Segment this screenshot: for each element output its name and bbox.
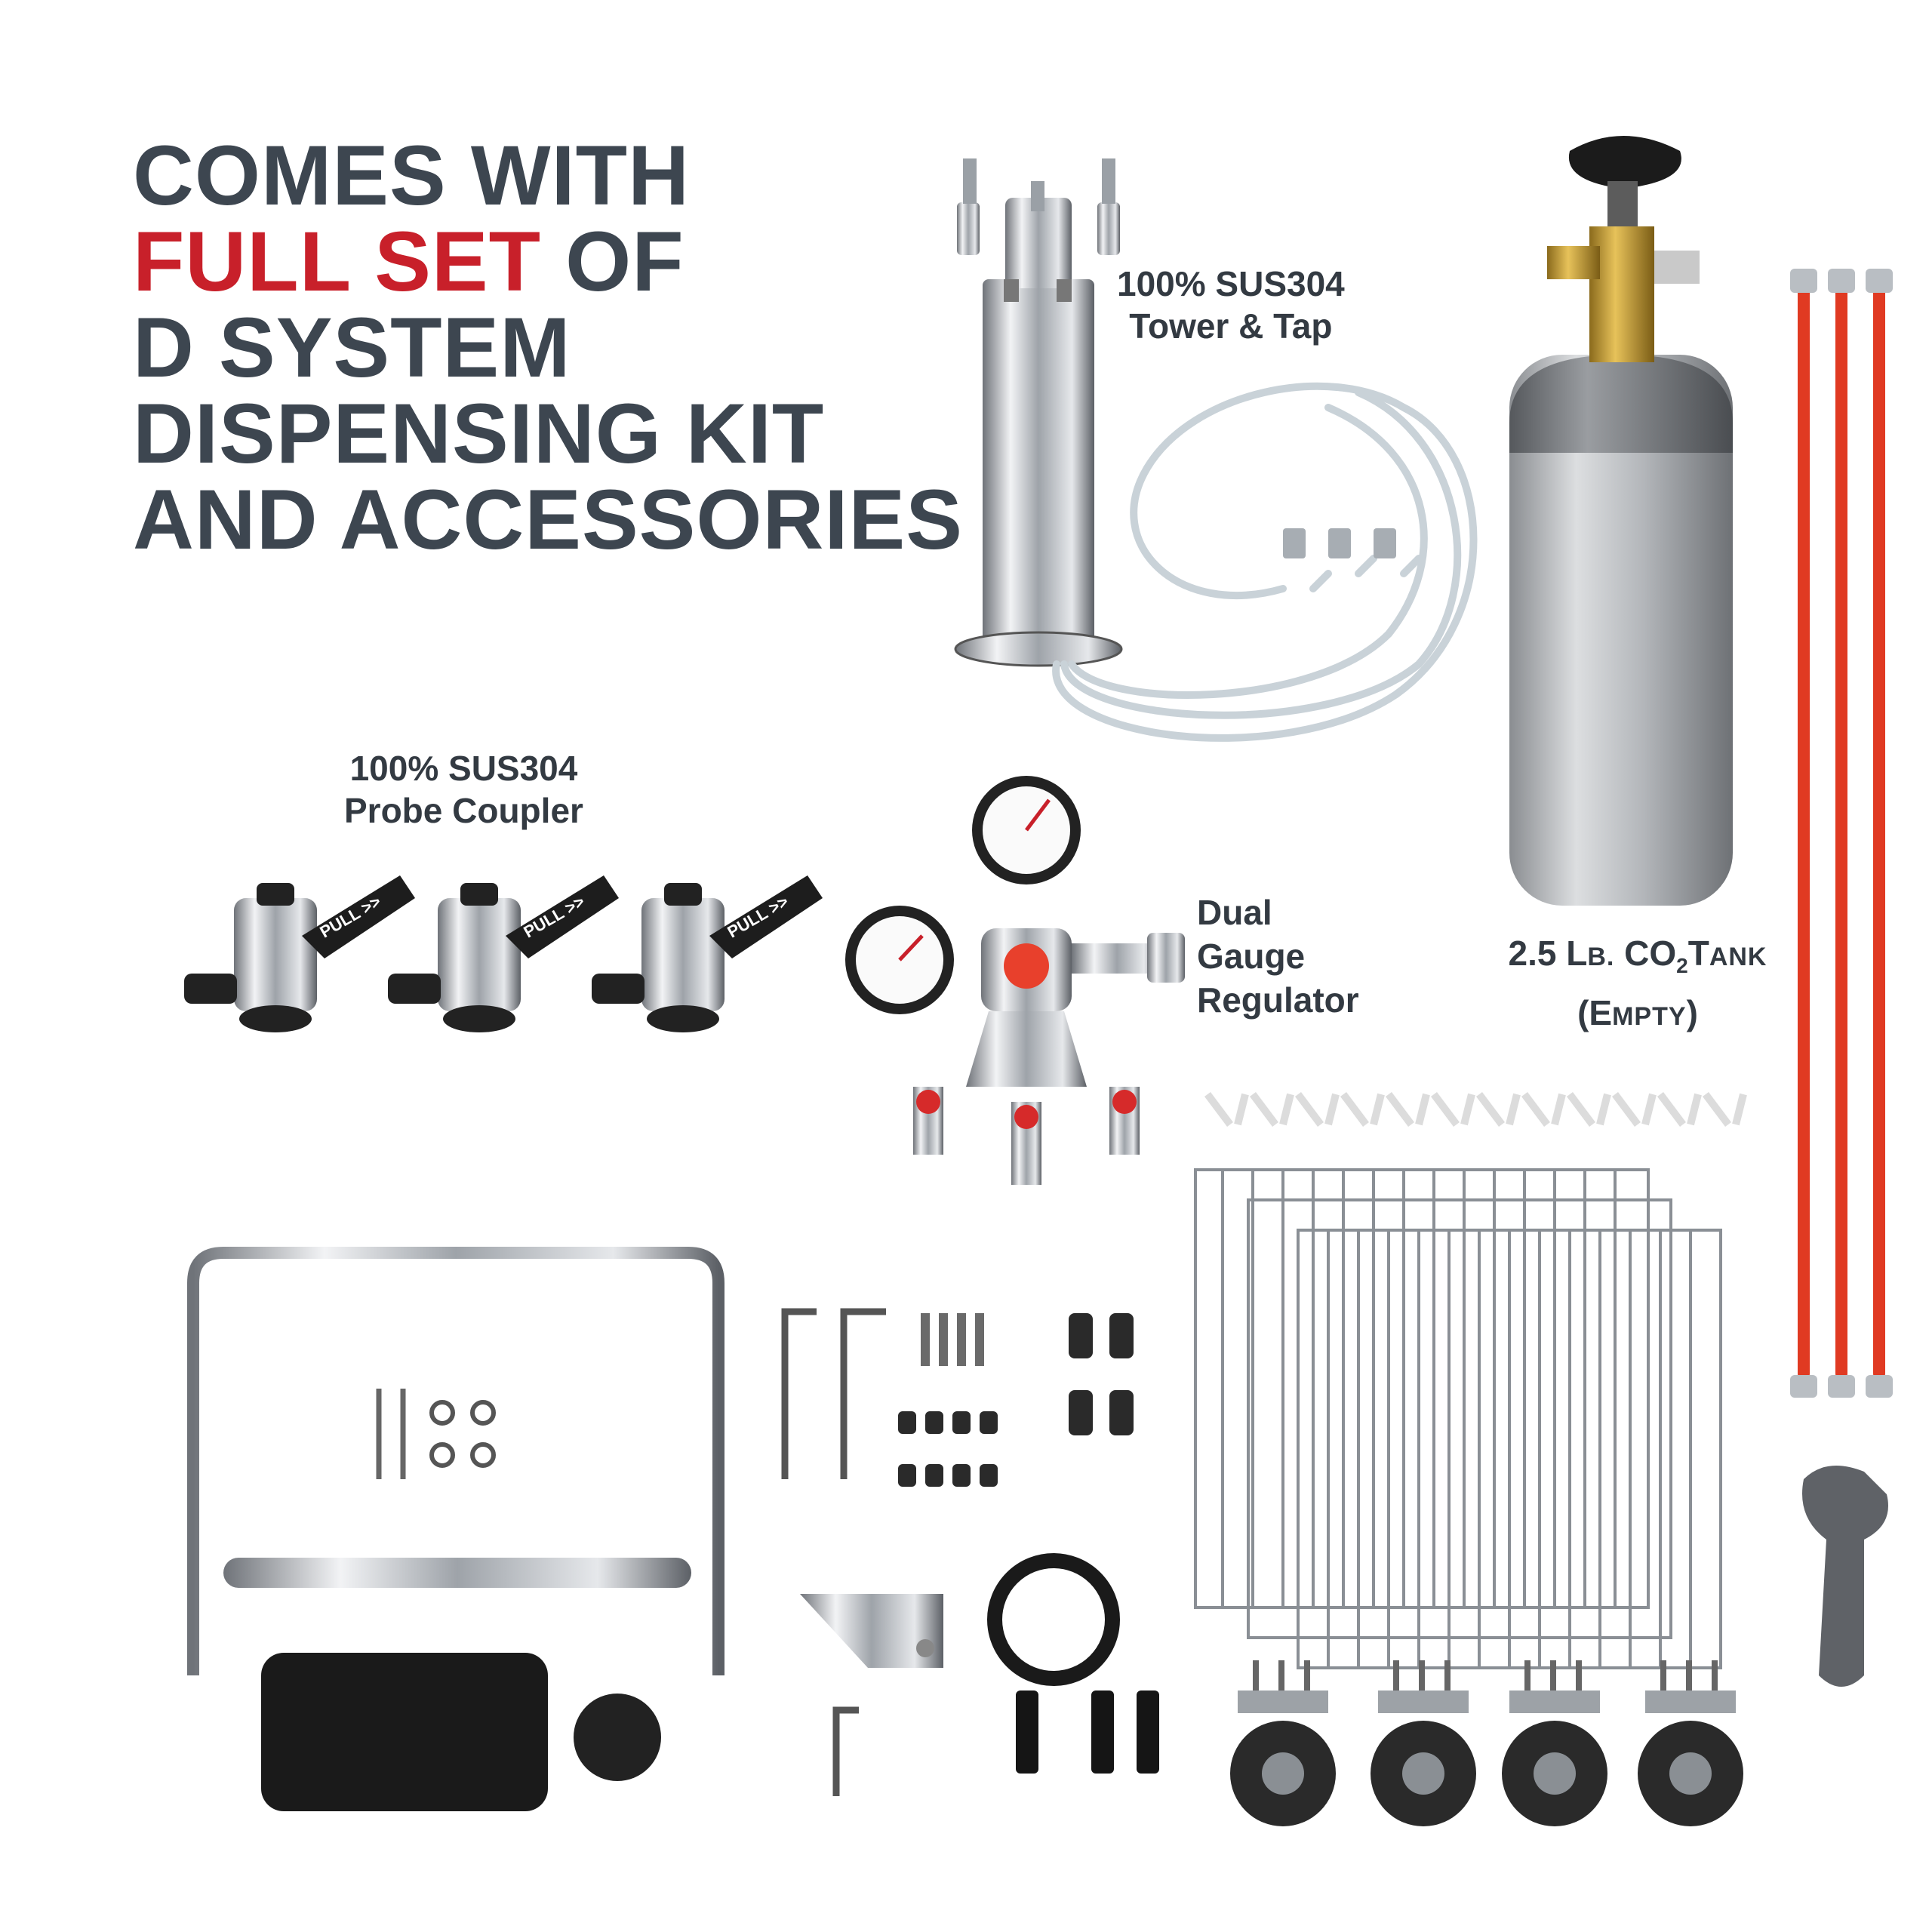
casters <box>1230 1660 1743 1826</box>
caster-2 <box>1371 1660 1476 1826</box>
tank-co: CO <box>1614 934 1677 973</box>
caster-1 <box>1230 1660 1336 1826</box>
dual-gauge-regulator <box>845 776 1185 1185</box>
tank-size: 2.5 <box>1508 934 1567 973</box>
coupler-label: 100% SUS304 Probe Coupler <box>344 747 583 832</box>
tank-unit-rest: B. <box>1587 943 1615 971</box>
red-gas-hoses <box>1790 269 1893 1398</box>
small-hardware <box>898 1313 1134 1487</box>
tower-label: 100% SUS304 Tower & Tap <box>1117 263 1345 347</box>
headline-accent: FULL SET <box>133 214 542 309</box>
tank-unit-lead: L <box>1566 934 1588 973</box>
tower-label-line-2: Tower & Tap <box>1129 306 1333 346</box>
coupler-label-line-1: 100% SUS304 <box>349 749 578 788</box>
tower-gasket <box>987 1553 1120 1686</box>
probe-couplers <box>184 875 823 1032</box>
tank-e-rest: MPTY <box>1612 1002 1687 1032</box>
regulator-label-line-2: Gauge <box>1197 937 1306 976</box>
tap-handles <box>1016 1690 1159 1774</box>
caster-4 <box>1638 1660 1743 1826</box>
drip-tray-frame <box>187 1247 724 1811</box>
tank-label-line-2: (EMPTY) <box>1479 989 1796 1040</box>
line-clips <box>1204 1092 1747 1127</box>
headline-line-4: DISPENSING KIT <box>133 386 825 481</box>
headline-line-5: AND ACCESSORIES <box>133 472 963 567</box>
tank-label-line-1: 2.5 LB. CO2TANK <box>1479 930 1796 989</box>
probe-coupler-3 <box>592 875 823 1032</box>
tank-co-subscript: 2 <box>1676 954 1688 978</box>
beer-line-tubing <box>1052 382 1478 742</box>
beer-tower <box>954 158 1123 667</box>
spanner-wrench <box>1802 1466 1888 1687</box>
probe-coupler-2 <box>388 875 619 1032</box>
headline-line-3: D SYSTEM <box>133 300 571 395</box>
tower-label-line-1: 100% SUS304 <box>1117 264 1345 303</box>
headline-line-1: COMES WITH <box>133 128 690 223</box>
regulator-label-line-1: Dual <box>1197 893 1272 932</box>
tank-t-lead: T <box>1687 934 1709 973</box>
wire-shelves <box>1194 1168 1722 1669</box>
tank-paren-close: ) <box>1686 993 1698 1033</box>
regulator-label-line-3: Regulator <box>1197 980 1359 1020</box>
tank-label: 2.5 LB. CO2TANK (EMPTY) <box>1479 930 1796 1040</box>
regulator-label: Dual Gauge Regulator <box>1197 891 1359 1022</box>
headline: COMES WITH FULL SET OF D SYSTEM DISPENSI… <box>133 133 1023 563</box>
tank-paren-open: ( <box>1577 993 1589 1033</box>
headline-line-2-rest: OF <box>541 214 685 309</box>
mounting-bracket <box>800 1594 943 1668</box>
probe-coupler-1 <box>184 875 415 1032</box>
screws-and-washers <box>376 1389 496 1479</box>
coupler-label-line-2: Probe Coupler <box>344 791 583 830</box>
tank-t-rest: ANK <box>1709 943 1767 971</box>
co2-tank <box>1509 136 1733 906</box>
hex-keys <box>781 1308 886 1796</box>
tank-e-lead: E <box>1589 993 1613 1033</box>
caster-3 <box>1502 1660 1607 1826</box>
line-fittings <box>1283 528 1396 558</box>
